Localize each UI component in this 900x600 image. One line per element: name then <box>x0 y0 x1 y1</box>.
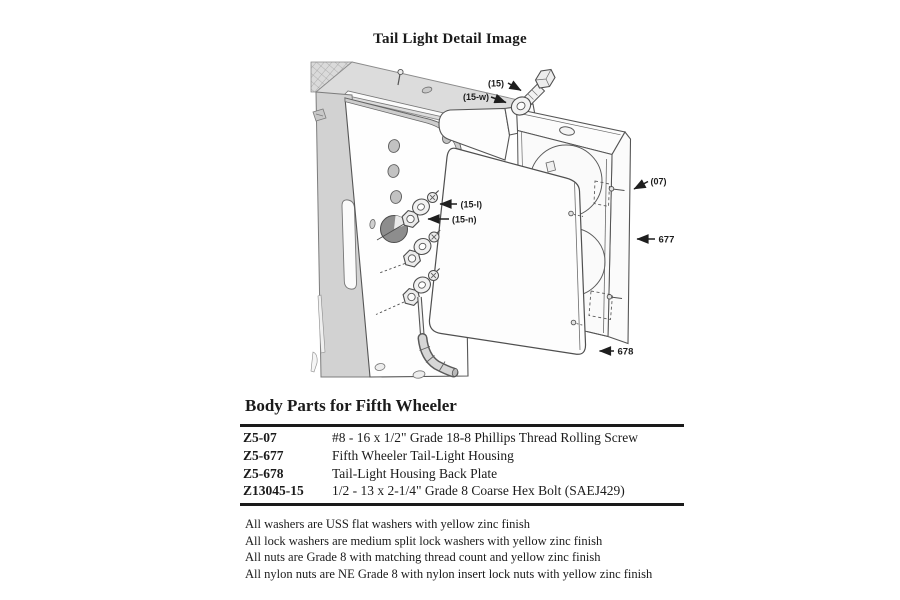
back-plate-face <box>428 147 587 355</box>
plate-edge-screw <box>570 319 577 326</box>
bracket-hole <box>390 190 402 204</box>
table-row: Z5-07 #8 - 16 x 1/2" Grade 18-8 Phillips… <box>243 429 693 447</box>
leader-line <box>376 223 405 241</box>
table-rule-top <box>240 424 684 427</box>
callout-arrow-15w <box>490 93 507 104</box>
parts-table: Z5-07 #8 - 16 x 1/2" Grade 18-8 Phillips… <box>243 429 693 500</box>
housing-top-hole <box>559 126 575 136</box>
note-line: All lock washers are medium split lock w… <box>245 533 603 548</box>
callouts: (15) (15-w) (15-l) (15-n) (07) 677 678 <box>427 79 675 358</box>
note-line: All nylon nuts are NE Grade 8 with nylon… <box>245 566 653 581</box>
part-description: Fifth Wheeler Tail-Light Housing <box>332 447 514 463</box>
fastener-stacks <box>375 189 441 315</box>
bracket-hole <box>412 370 426 379</box>
part-number: Z5-678 <box>243 465 284 481</box>
part-description: 1/2 - 13 x 2-1/4" Grade 8 Coarse Hex Bol… <box>332 483 625 499</box>
table-row: Z5-677 Fifth Wheeler Tail-Light Housing <box>243 447 693 465</box>
small-screw-head <box>397 68 404 76</box>
note-line: All nuts are Grade 8 with matching threa… <box>245 550 601 565</box>
wiring-pigtail <box>417 296 459 378</box>
leader-line <box>375 301 405 315</box>
callout-label-bolt: (15) <box>488 79 504 89</box>
part-description: Tail-Light Housing Back Plate <box>332 465 498 481</box>
housing-screw <box>612 188 625 192</box>
callout-label-nut: (15-n) <box>452 215 477 225</box>
frame-slot <box>341 199 357 290</box>
part-number: Z13045-15 <box>243 483 304 499</box>
small-screw-icon <box>397 73 401 86</box>
hardware-notes: All washers are USS flat washers with ye… <box>245 516 652 582</box>
callout-label-back-plate: 678 <box>618 347 634 358</box>
housing-right-face <box>607 131 632 345</box>
hex-bolt-assembly <box>510 68 556 116</box>
bracket-hole <box>369 219 376 229</box>
housing-screw <box>610 296 623 300</box>
callout-label-lock-washer: (15-l) <box>461 200 483 210</box>
part-number: Z5-677 <box>243 447 284 463</box>
plate-edge-screw <box>568 210 574 217</box>
hidden-boss-outline <box>588 290 613 321</box>
parts-table-heading: Body Parts for Fifth Wheeler <box>245 396 457 415</box>
table-row: Z13045-15 1/2 - 13 x 2-1/4" Grade 8 Coar… <box>243 482 693 500</box>
housing-arm <box>438 107 511 161</box>
callout-label-housing: 677 <box>659 235 675 246</box>
back-plate <box>428 147 587 355</box>
callout-label-screw: (07) <box>651 177 667 187</box>
callout-arrow-15 <box>507 80 522 92</box>
callout-label-washer: (15-w) <box>463 92 489 102</box>
part-description: #8 - 16 x 1/2" Grade 18-8 Phillips Threa… <box>332 430 638 445</box>
table-rule-bottom <box>240 503 684 506</box>
bracket-hole <box>374 363 386 371</box>
frame-edge-cut <box>317 294 326 354</box>
frame-edge-cut <box>310 351 318 373</box>
part-number: Z5-07 <box>243 430 277 445</box>
callout-arrow-07 <box>633 179 649 190</box>
wire-end <box>451 368 459 377</box>
table-row: Z5-678 Tail-Light Housing Back Plate <box>243 465 693 483</box>
bracket-hole <box>388 139 400 153</box>
note-line: All washers are USS flat washers with ye… <box>245 517 531 531</box>
frame-hole <box>421 86 433 94</box>
bracket-hole <box>387 164 400 178</box>
page-title: Tail Light Detail Image <box>373 31 527 47</box>
